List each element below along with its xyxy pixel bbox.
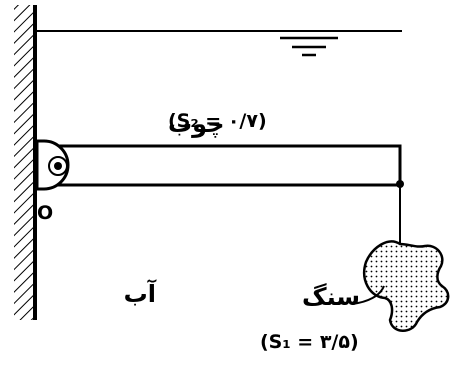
rope-knot bbox=[396, 180, 404, 188]
stone bbox=[363, 240, 450, 332]
free-surface-icon bbox=[280, 36, 338, 57]
pivot-label: O bbox=[37, 202, 53, 224]
water-label: آب bbox=[124, 279, 157, 308]
stone-label: سنگ bbox=[302, 283, 360, 311]
water-surface bbox=[37, 30, 402, 57]
wood-specific-gravity: (S₂ = ۰/۷) bbox=[168, 110, 267, 132]
stone-callout bbox=[351, 285, 385, 305]
stone-specific-gravity: (S₁ = ۳/۵) bbox=[260, 331, 359, 353]
wood-label: چوب bbox=[168, 110, 224, 138]
wood-rod bbox=[40, 144, 402, 187]
wall bbox=[14, 5, 37, 320]
hinge-pin-icon bbox=[35, 139, 70, 191]
